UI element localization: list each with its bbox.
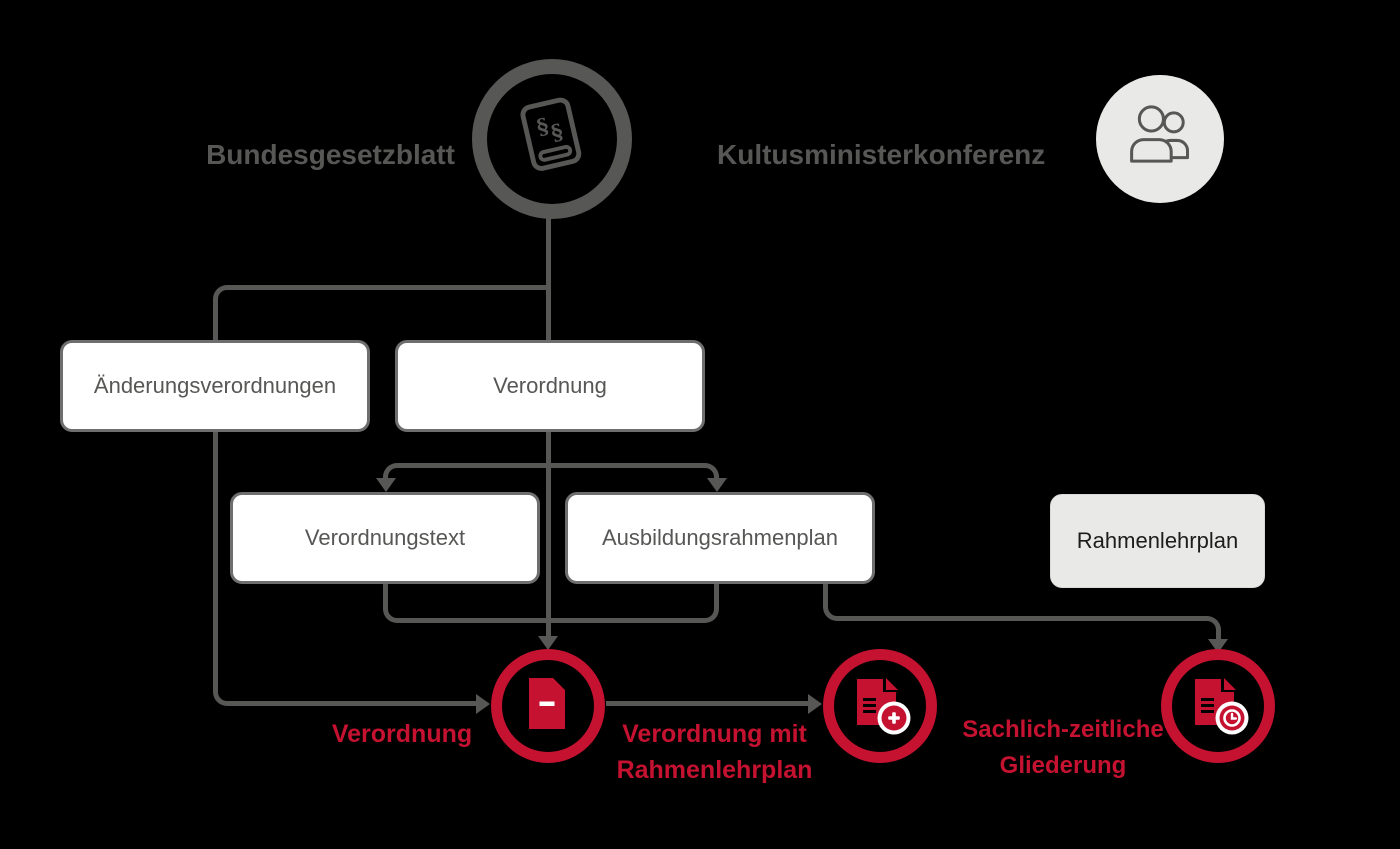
output-sachlich-zeitliche-gliederung-label: Sachlich-zeitliche Gliederung: [962, 716, 1164, 779]
connector-output1-to-output2: [606, 701, 808, 706]
box-rahmenlehrplan: Rahmenlehrplan: [1050, 494, 1265, 588]
law-book-icon: § §: [503, 88, 601, 191]
arrowhead-right-icon: [808, 694, 822, 714]
connector-merge-middle: [470, 618, 630, 623]
people-icon: [1117, 94, 1203, 185]
connector-merge-right: [616, 584, 719, 623]
output-sachlich-zeitliche-gliederung-badge: [1161, 649, 1275, 763]
document-icon: [525, 676, 571, 737]
box-verordnungstext: Verordnungstext: [230, 492, 540, 584]
connector-aenderungsverordnungen-down: [213, 432, 373, 706]
document-clock-icon: [1187, 673, 1249, 740]
box-label: Ausbildungsrahmenplan: [601, 525, 839, 550]
connector-rahmenlehrplan-route: [920, 616, 1165, 621]
document-plus-icon: [849, 673, 911, 740]
connector-split-middle: [470, 463, 630, 468]
arrowhead-right-icon: [476, 694, 490, 714]
box-verordnung: Verordnung: [395, 340, 705, 432]
output-verordnung-mit-rahmenlehrplan-label: Verordnung mit Rahmenlehrplan: [616, 720, 813, 784]
kultusministerkonferenz-label: Kultusministerkonferenz: [717, 139, 1046, 170]
connector-merge-left: [383, 584, 483, 623]
box-label: Änderungsverordnungen: [93, 373, 337, 398]
connector-rahmenlehrplan-route-end: [1155, 616, 1221, 644]
connector-to-output1: [360, 701, 476, 706]
connector-split-left: [383, 463, 483, 487]
output-verordnung-label: Verordnung: [331, 720, 473, 748]
box-label: Verordnung: [493, 373, 607, 398]
output-verordnung-badge: [491, 649, 605, 763]
box-label: Rahmenlehrplan: [1076, 528, 1239, 553]
svg-text:§: §: [534, 113, 551, 140]
connector-bgbl-to-verordnung: [546, 218, 551, 340]
arrowhead-down-icon: [707, 478, 727, 492]
box-aenderungsverordnungen: Änderungsverordnungen: [60, 340, 370, 432]
box-label: Verordnungstext: [304, 525, 466, 550]
output-verordnung-mit-rahmenlehrplan-badge: [823, 649, 937, 763]
arrowhead-down-icon: [538, 636, 558, 650]
arrowhead-down-icon: [376, 478, 396, 492]
connector-branch-aenderungsverordnungen: [213, 285, 551, 340]
box-ausbildungsrahmenplan: Ausbildungsrahmenplan: [565, 492, 875, 584]
bundesgesetzblatt-label: Bundesgesetzblatt: [206, 139, 455, 170]
connector-rahmenlehrplan-route-start: [823, 584, 933, 621]
bundesgesetzblatt-badge: § §: [472, 59, 632, 219]
svg-text:§: §: [549, 119, 566, 146]
connector-verordnung-to-output: [546, 432, 551, 636]
kultusministerkonferenz-badge: [1096, 75, 1224, 203]
connector-split-right: [616, 463, 719, 487]
